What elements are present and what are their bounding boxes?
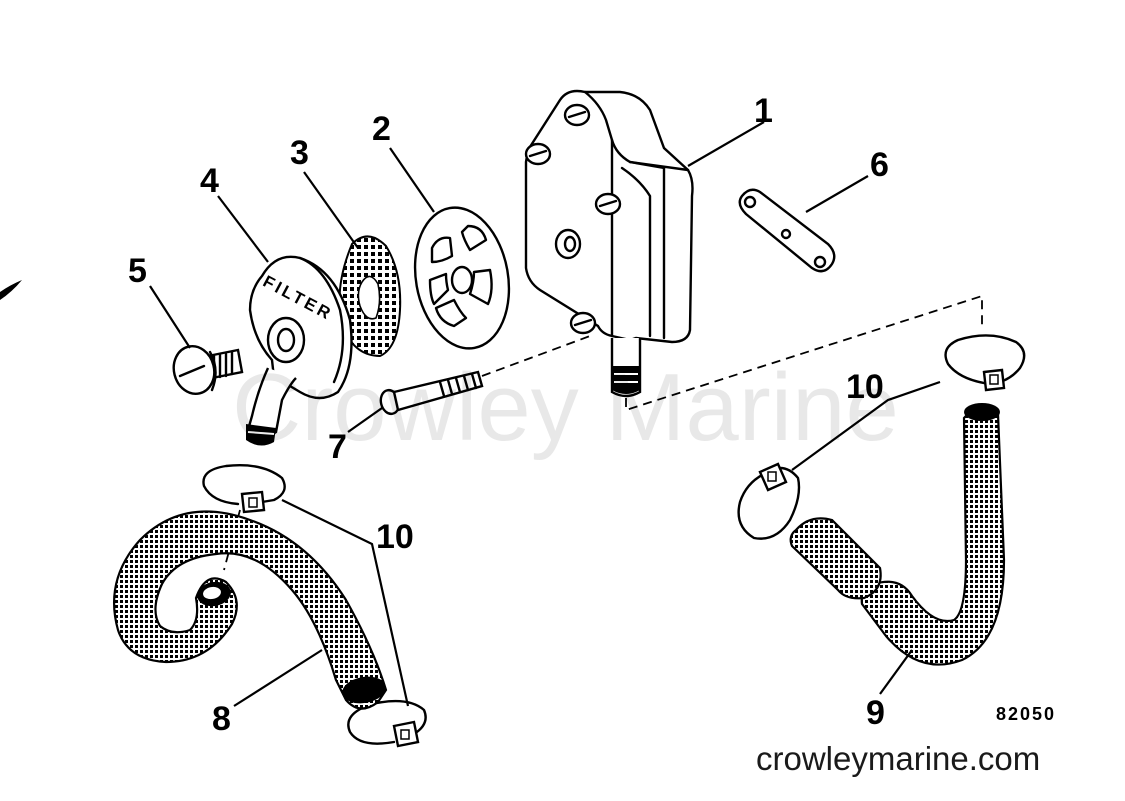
callout-9: 9 <box>866 694 885 732</box>
fuel-hose-left <box>112 510 388 710</box>
callout-8: 8 <box>212 700 231 738</box>
leader-3 <box>303 171 359 249</box>
leader-6 <box>805 175 869 213</box>
leader-10-right <box>791 380 941 471</box>
edge-fragment <box>0 280 22 300</box>
callout-5: 5 <box>128 252 147 290</box>
leader-10-left <box>281 499 410 707</box>
callout-10-left: 10 <box>376 518 414 556</box>
leader-lines <box>149 121 941 707</box>
leader-7 <box>347 407 383 433</box>
filter-screw <box>172 345 244 395</box>
pump-outlet-nozzle <box>610 338 642 398</box>
pump-screw-right <box>594 192 622 216</box>
pump-port-boss <box>554 228 582 260</box>
leader-1 <box>687 121 765 167</box>
callout-1: 1 <box>754 92 773 130</box>
callout-4: 4 <box>200 162 219 200</box>
site-url: crowleymarine.com <box>756 740 1040 777</box>
filter-cover: FILTER <box>246 255 353 446</box>
hose-clamp-upper-left <box>202 464 286 514</box>
fuel-pump-body <box>524 89 694 398</box>
leader-2 <box>389 147 435 213</box>
assembly-line-bolt <box>481 335 591 377</box>
mounting-bolt <box>379 370 484 416</box>
filter-screen <box>338 235 402 358</box>
watermark: Crowley Marine <box>232 354 899 461</box>
leader-9 <box>879 649 913 695</box>
mounting-gasket <box>738 188 836 273</box>
pump-screw-bottom <box>569 311 597 335</box>
figure-number: 82050 <box>996 704 1056 724</box>
hose-clamp-upper-right <box>944 334 1026 392</box>
pump-screw-left <box>524 142 552 166</box>
callout-10-right: 10 <box>846 368 884 406</box>
callout-6: 6 <box>870 146 889 184</box>
pump-screw-top <box>563 103 591 127</box>
leader-4 <box>217 195 269 263</box>
fuel-hose-right <box>789 403 1006 666</box>
callout-3: 3 <box>290 134 309 172</box>
assembly-line-outlet <box>625 294 983 412</box>
diaphragm-plate <box>413 206 511 350</box>
leader-8 <box>233 649 323 707</box>
callout-7: 7 <box>328 428 347 466</box>
callout-2: 2 <box>372 110 391 148</box>
leader-5 <box>149 285 191 349</box>
hose-clamp-lower-right <box>737 462 801 540</box>
